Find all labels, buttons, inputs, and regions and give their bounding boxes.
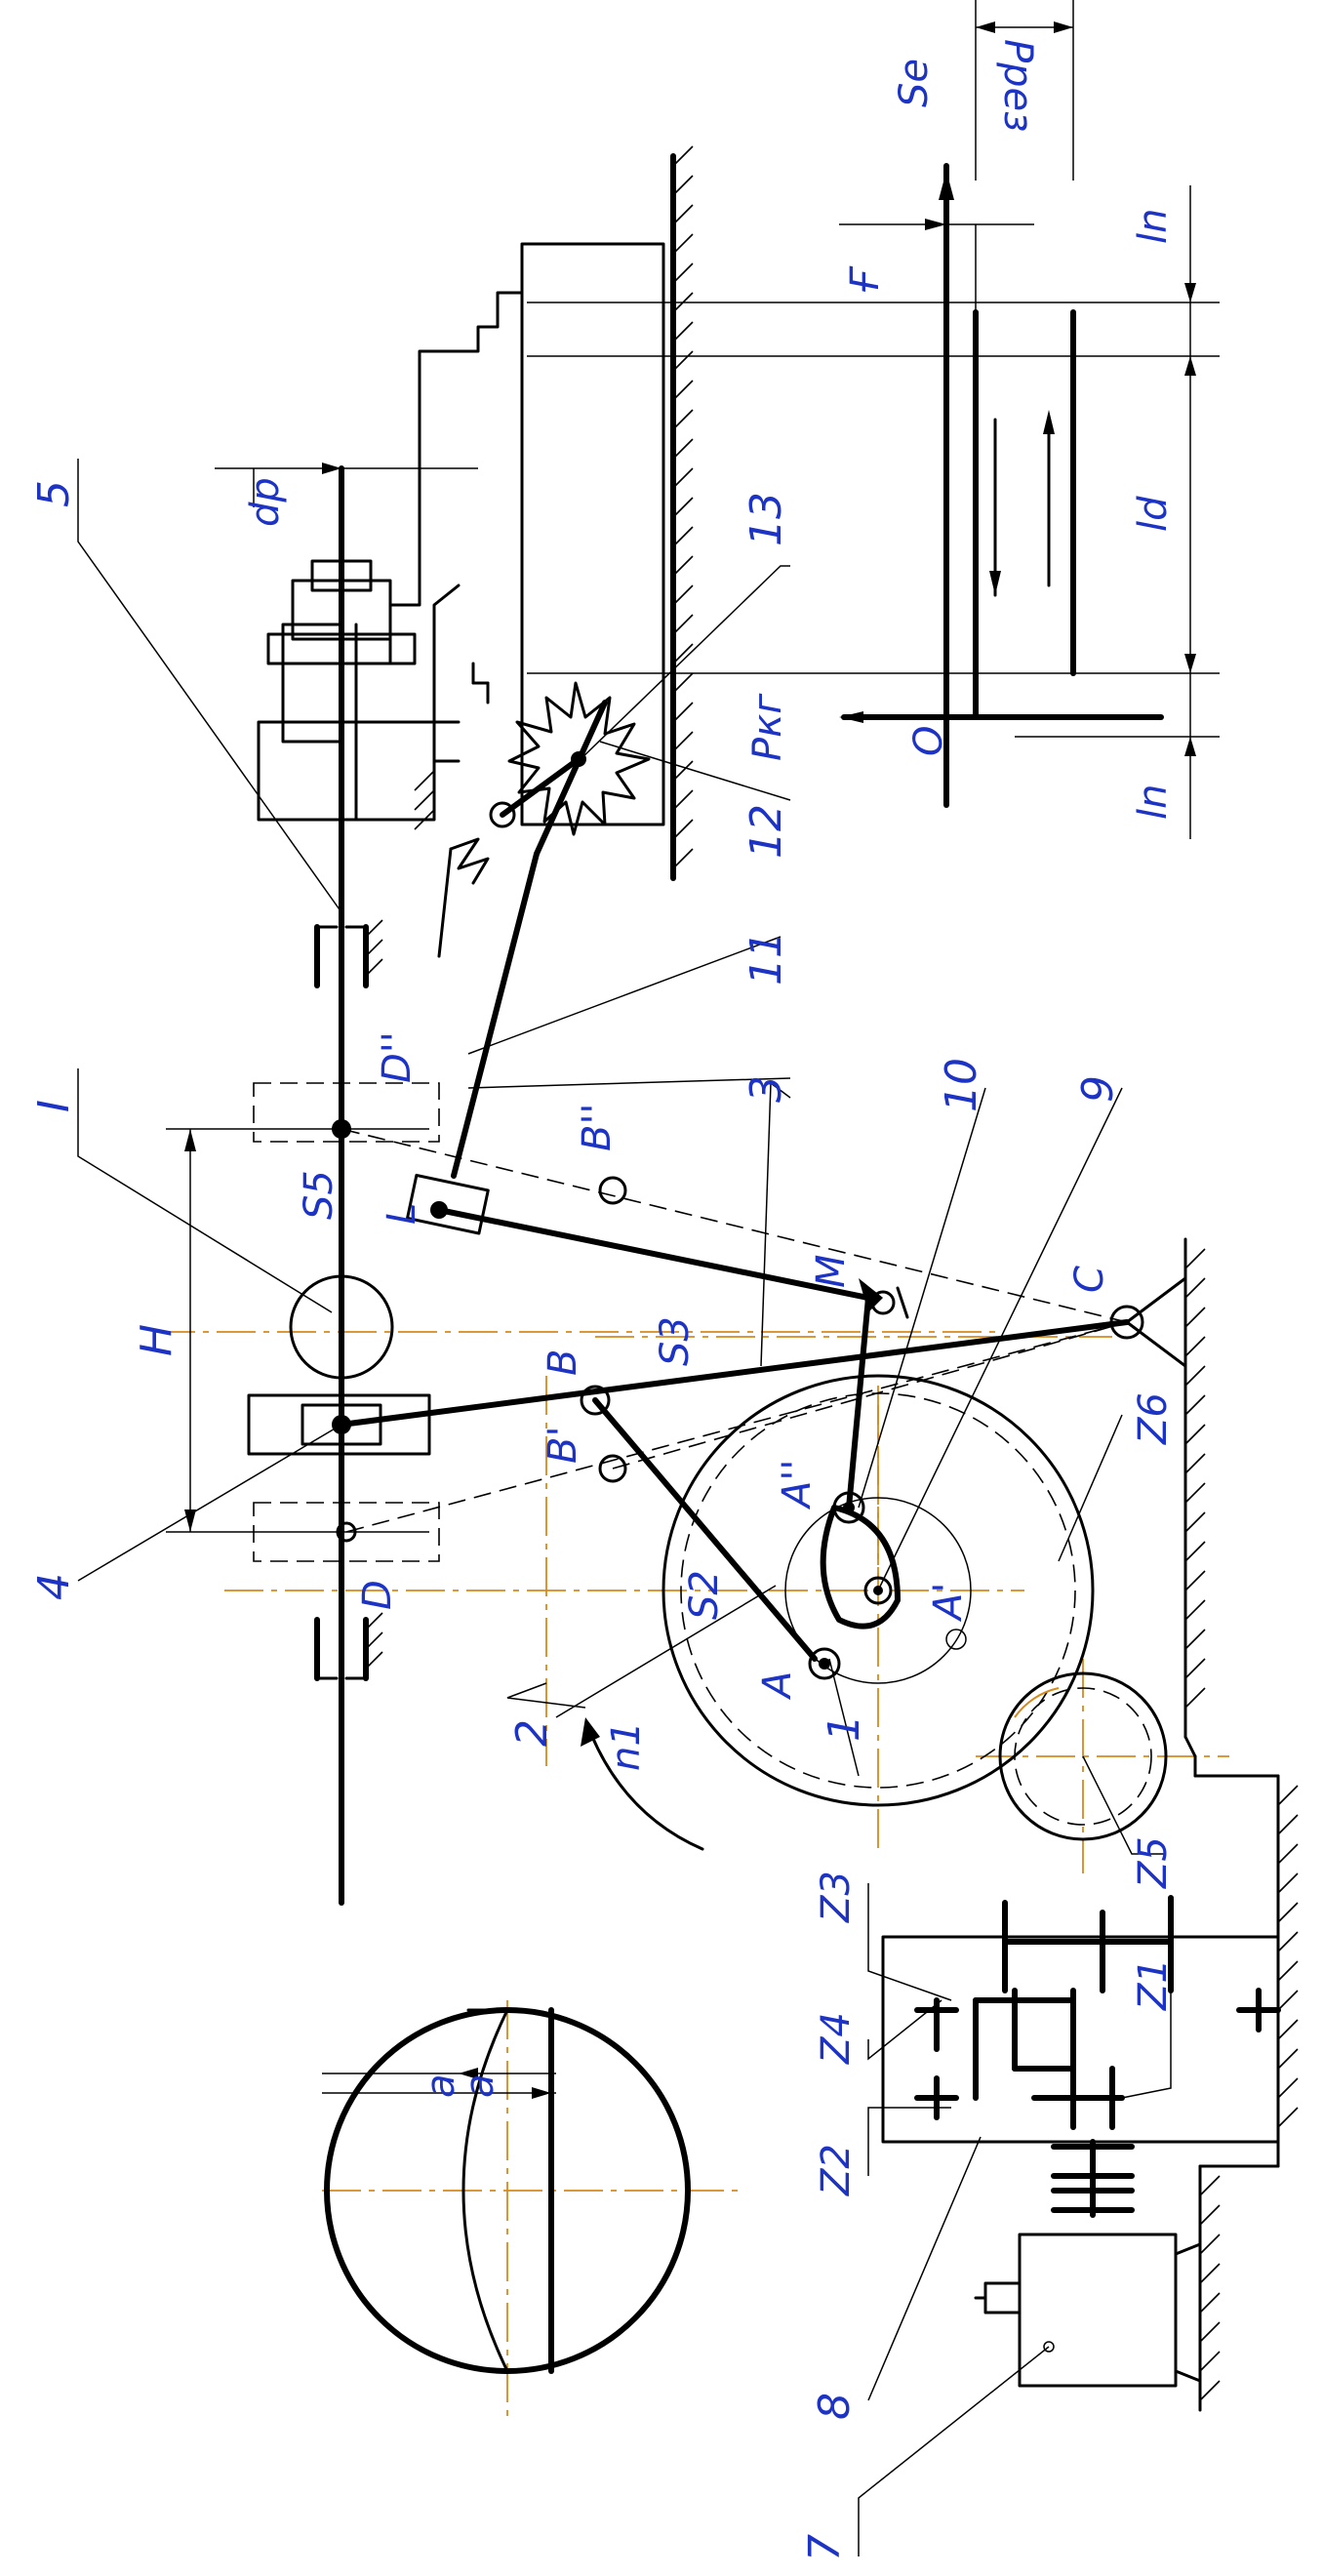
rocker-arm	[339, 1128, 1187, 1533]
label-Pred: Pрез	[995, 39, 1040, 132]
dimension-dp	[215, 463, 478, 507]
label-lp-top: ln	[1131, 209, 1176, 244]
label-C: C	[1067, 1266, 1112, 1293]
label-5: 5	[29, 480, 79, 507]
label-11: 11	[742, 931, 791, 986]
label-Se: Se	[892, 59, 937, 107]
dimension-H	[166, 1128, 429, 1533]
label-B2: B''	[575, 1104, 620, 1151]
label-A: A	[755, 1671, 800, 1701]
label-S3: S3	[653, 1316, 698, 1366]
label-Z5: Z5	[1131, 1836, 1176, 1889]
label-9: 9	[1073, 1075, 1123, 1103]
label-O: O	[906, 726, 951, 756]
label-B1: B'	[541, 1427, 585, 1464]
label-4: 4	[29, 1573, 79, 1600]
label-Z2: Z2	[814, 2144, 859, 2196]
gear-z6	[581, 1374, 1095, 1851]
force-diagram	[527, 0, 1220, 839]
label-S5: S5	[297, 1170, 341, 1220]
label-H: H	[132, 1324, 181, 1356]
motor	[974, 2233, 1202, 2388]
labels: 4 5 I H dр D D'' S5 L B B' B'' S3 M C A'…	[29, 39, 1176, 2561]
label-Z3: Z3	[814, 1871, 859, 1923]
tool-holder	[257, 559, 461, 830]
label-Z4: Z4	[814, 2012, 859, 2065]
label-n1-speed: n1	[604, 1721, 649, 1771]
label-a2: a	[458, 2073, 502, 2098]
label-D: D	[355, 1580, 400, 1610]
label-ld: ld	[1131, 496, 1176, 532]
label-A2: A''	[775, 1460, 820, 1510]
frame	[1183, 1248, 1299, 2412]
label-S2: S2	[682, 1570, 727, 1620]
label-I: I	[29, 1100, 79, 1112]
label-8: 8	[810, 2393, 860, 2420]
gearbox	[881, 1895, 1281, 2218]
label-3: 3	[742, 1075, 791, 1103]
label-L: L	[380, 1203, 424, 1225]
detail-circle	[322, 2007, 691, 2374]
leader-lines	[77, 459, 1172, 2556]
label-dp: dр	[243, 477, 288, 527]
circle-I	[289, 1274, 394, 1380]
label-M: M	[809, 1254, 854, 1288]
gear-z5	[998, 1671, 1168, 1841]
label-Pkz: Pкг	[745, 693, 790, 761]
label-7: 7	[800, 2534, 850, 2561]
label-Z1: Z1	[1131, 1958, 1176, 2011]
label-1: 1	[820, 1714, 869, 1742]
label-Z6: Z6	[1131, 1392, 1176, 1445]
label-A1: A'	[926, 1583, 971, 1623]
label-Fi: Ғ	[843, 265, 888, 293]
label-10: 10	[937, 1058, 986, 1112]
center-lines	[156, 1331, 1229, 2420]
label-B: B	[541, 1349, 585, 1376]
linkages	[406, 700, 1128, 1662]
label-13: 13	[742, 492, 791, 546]
label-lp-bottom: ln	[1131, 785, 1176, 820]
label-12: 12	[742, 804, 791, 859]
label-D2: D''	[375, 1031, 420, 1083]
label-2: 2	[507, 1719, 557, 1747]
label-a1: a	[419, 2073, 463, 2098]
work-table	[388, 145, 694, 881]
